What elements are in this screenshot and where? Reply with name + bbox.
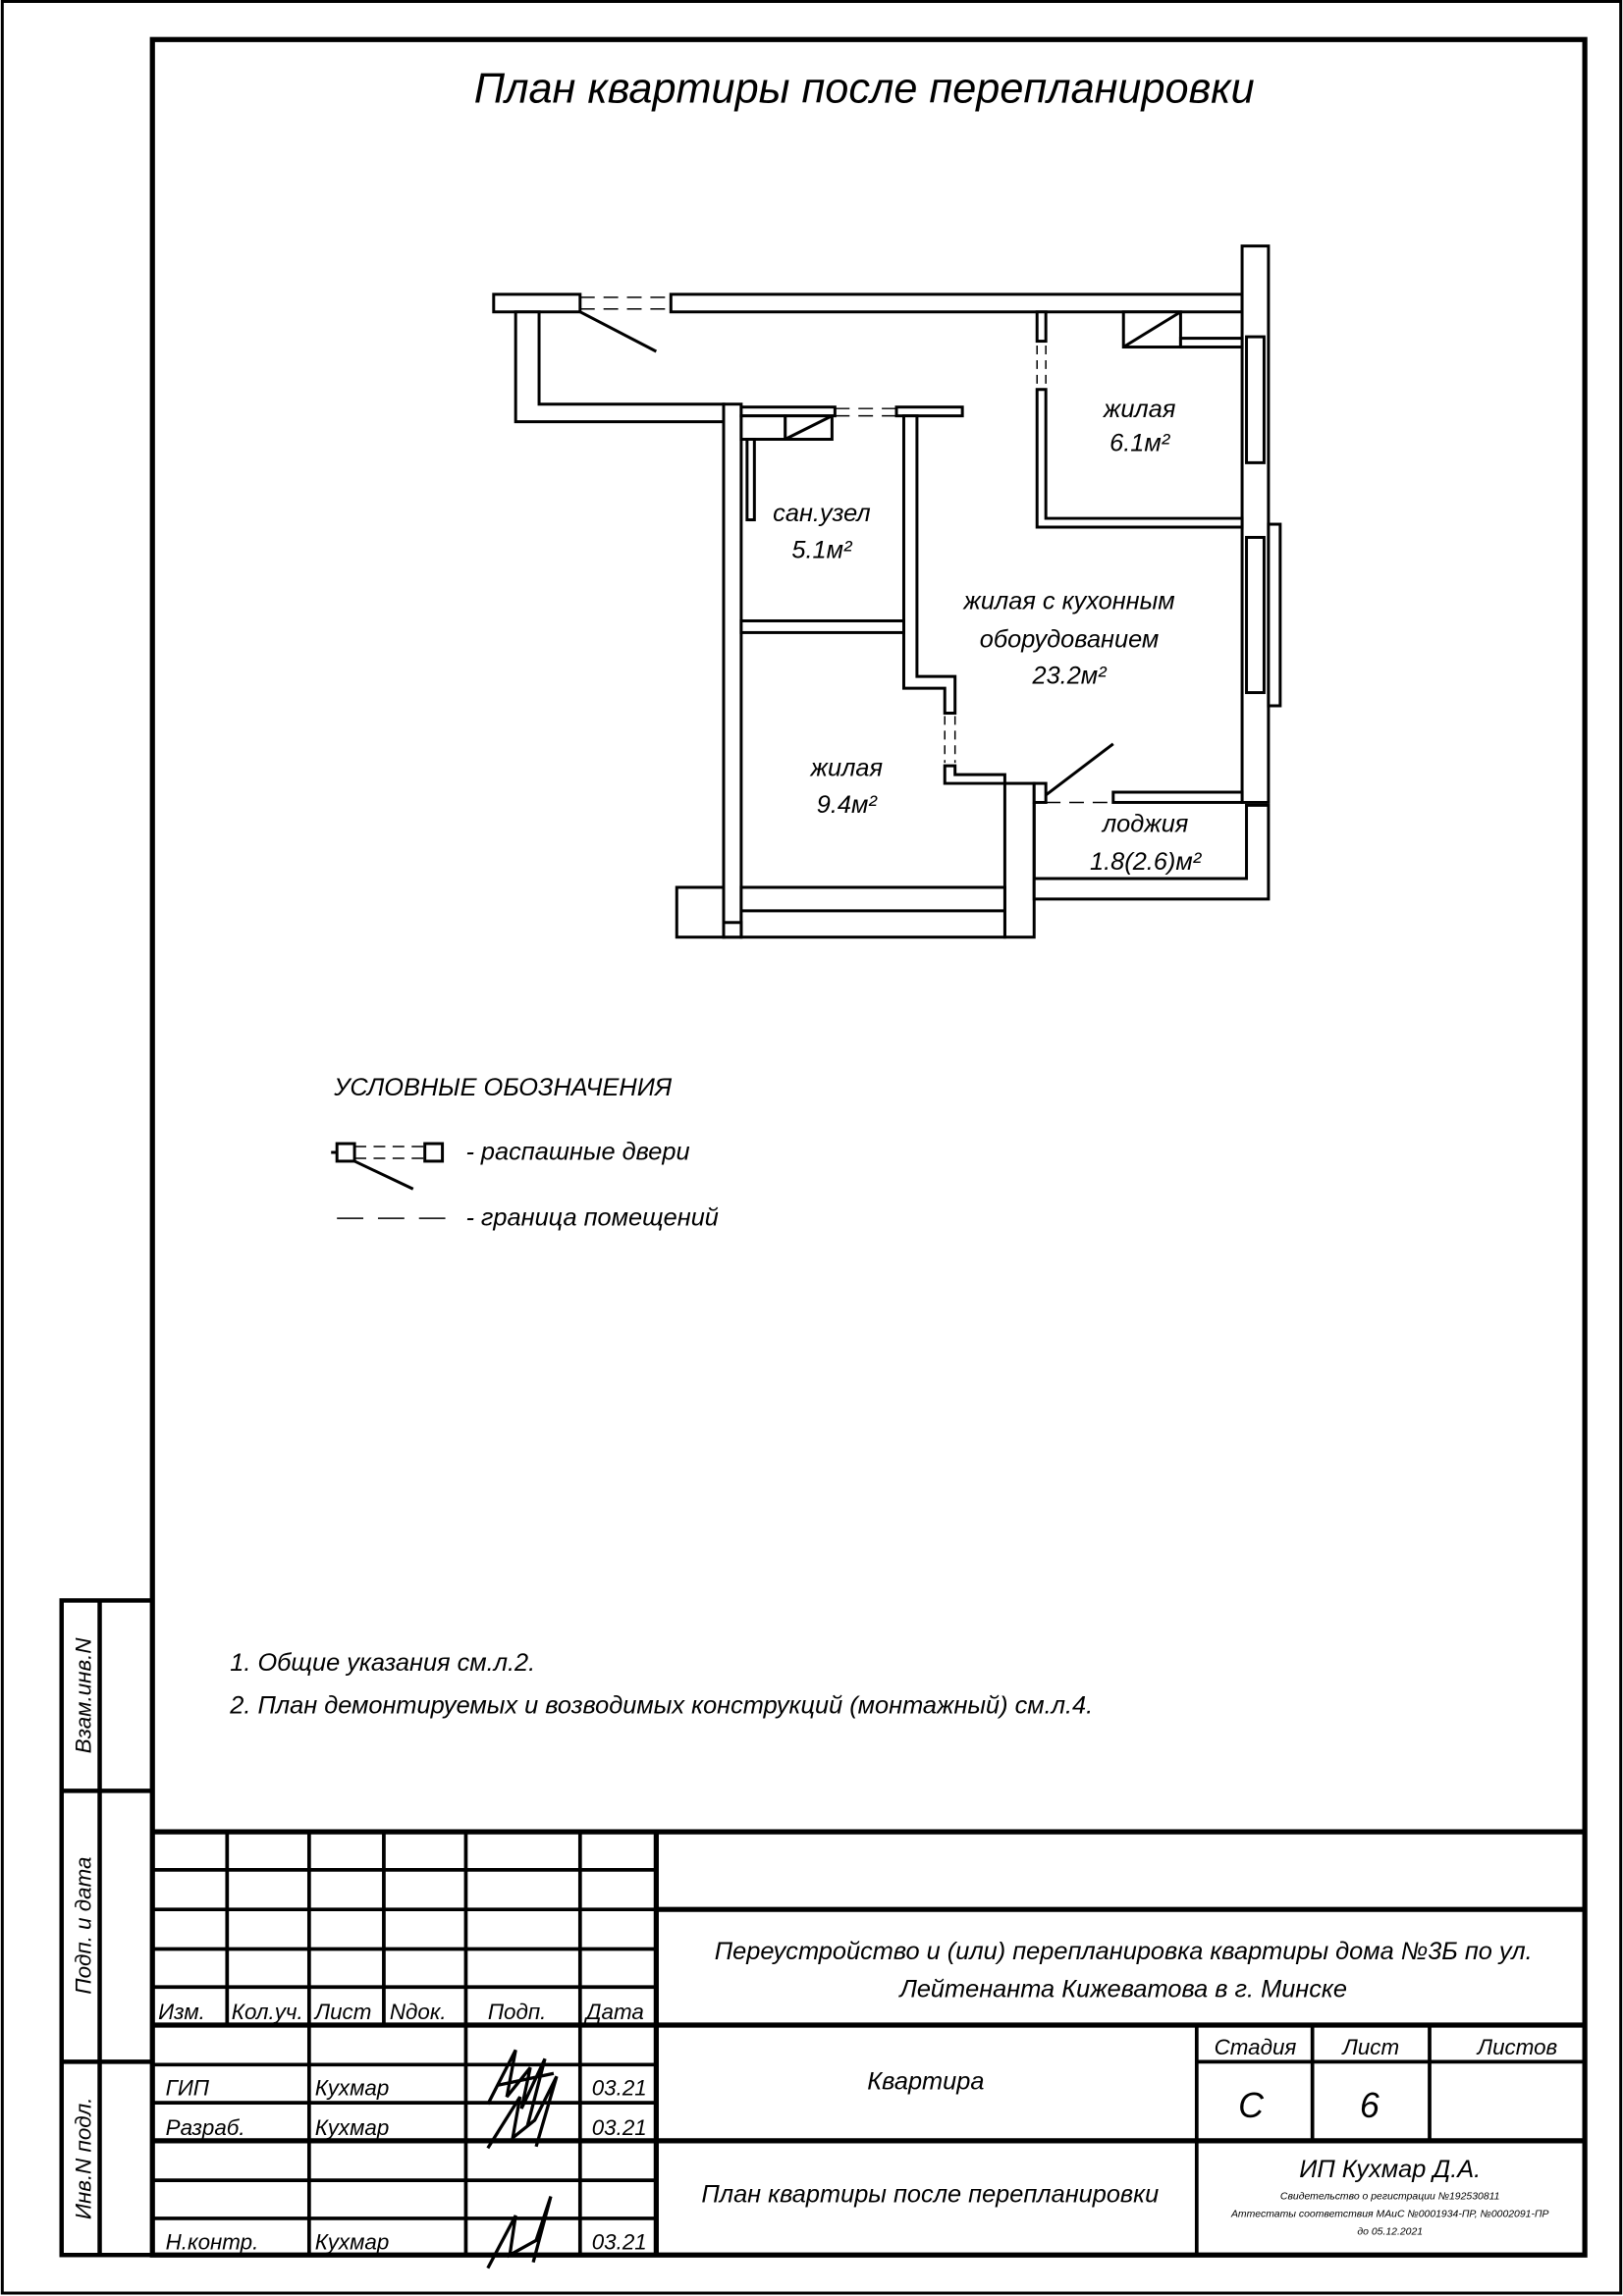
room-label: лоджия: [1101, 810, 1189, 837]
floor-plan: жилая 6.1м² сан.узел 5.1м² жилая с кухон…: [492, 244, 1282, 939]
object-name: Квартира: [867, 2068, 984, 2096]
legend-title: УСЛОВНЫЕ ОБОЗНАЧЕНИЯ: [333, 1074, 673, 1101]
company-info: Свидетельство о регистрации №192530811: [1280, 2192, 1500, 2203]
door-swing: [579, 310, 658, 353]
company-info: Аттестаты соответствия МАиС №0001934-ПР,…: [1230, 2209, 1549, 2219]
col-header: Подп.: [488, 2000, 547, 2024]
signer-date: 03.21: [592, 2229, 647, 2254]
room-area: 5.1м²: [791, 536, 853, 563]
sheets-label: Листов: [1476, 2035, 1557, 2059]
room-area: 23.2м²: [1031, 663, 1108, 690]
company-info: до 05.12.2021: [1357, 2226, 1423, 2237]
signer-role: Разраб.: [166, 2115, 245, 2140]
col-header: Nдок.: [390, 2000, 447, 2024]
col-header: Изм.: [158, 2000, 205, 2024]
legend: УСЛОВНЫЕ ОБОЗНАЧЕНИЯ - распашные двери -…: [331, 1074, 719, 1232]
col-header: Дата: [583, 2000, 644, 2024]
signer-name: Кухмар: [315, 2115, 390, 2140]
drawing-title: План квартиры после перепланировки: [474, 65, 1255, 112]
signer-name: Кухмар: [315, 2076, 390, 2101]
door-symbol-icon: [331, 1142, 445, 1191]
company-name: ИП Кухмар Д.А.: [1299, 2156, 1481, 2183]
title-block-text: Изм. Кол.уч. Лист Nдок. Подп. Дата ГИП К…: [158, 1938, 1557, 2269]
room-area: 1.8(2.6)м²: [1090, 848, 1203, 876]
room-label: жилая: [810, 755, 884, 782]
sheet-value: 6: [1360, 2086, 1380, 2125]
side-stamp-label: Взам.инв.N: [72, 1637, 96, 1754]
sheet-title: План квартиры после перепланировки: [701, 2181, 1159, 2209]
room-area: 9.4м²: [817, 791, 879, 819]
project-title: Переустройство и (или) перепланировка кв…: [715, 1938, 1533, 1965]
stage-label: Стадия: [1215, 2035, 1297, 2059]
signer-name: Кухмар: [315, 2229, 390, 2254]
door-swing: [1045, 742, 1114, 797]
side-stamp-label: Инв.N подл.: [72, 2098, 96, 2219]
side-stamp-label: Подп. и дата: [72, 1857, 96, 1995]
signer-date: 03.21: [592, 2076, 647, 2101]
col-header: Кол.уч.: [232, 2000, 303, 2024]
signer-role: Н.контр.: [166, 2229, 259, 2254]
room-area: 6.1м²: [1109, 429, 1171, 456]
note: 1. Общие указания см.л.2.: [230, 1649, 535, 1677]
room-label: оборудованием: [980, 625, 1159, 653]
stage-value: С: [1238, 2086, 1265, 2125]
legend-item: - граница помещений: [465, 1204, 718, 1232]
room-label: жилая с кухонным: [962, 588, 1174, 615]
side-stamp: Взам.инв.N Подп. и дата Инв.N подл.: [59, 1598, 155, 2258]
col-header: Лист: [313, 2000, 372, 2024]
room-label: сан.узел: [773, 500, 870, 527]
drawing-frame: [149, 36, 1588, 2258]
signer-role: ГИП: [166, 2076, 210, 2101]
room-label: жилая: [1103, 396, 1176, 423]
note: 2. План демонтируемых и возводимых конст…: [229, 1691, 1093, 1719]
signer-date: 03.21: [592, 2115, 647, 2140]
project-title: Лейтенанта Кижеватова в г. Минске: [897, 1976, 1347, 2003]
sheet-label: Лист: [1341, 2035, 1400, 2059]
signature: [486, 2049, 559, 2269]
title-block: [152, 1829, 1586, 2256]
legend-item: - распашные двери: [465, 1138, 689, 1165]
